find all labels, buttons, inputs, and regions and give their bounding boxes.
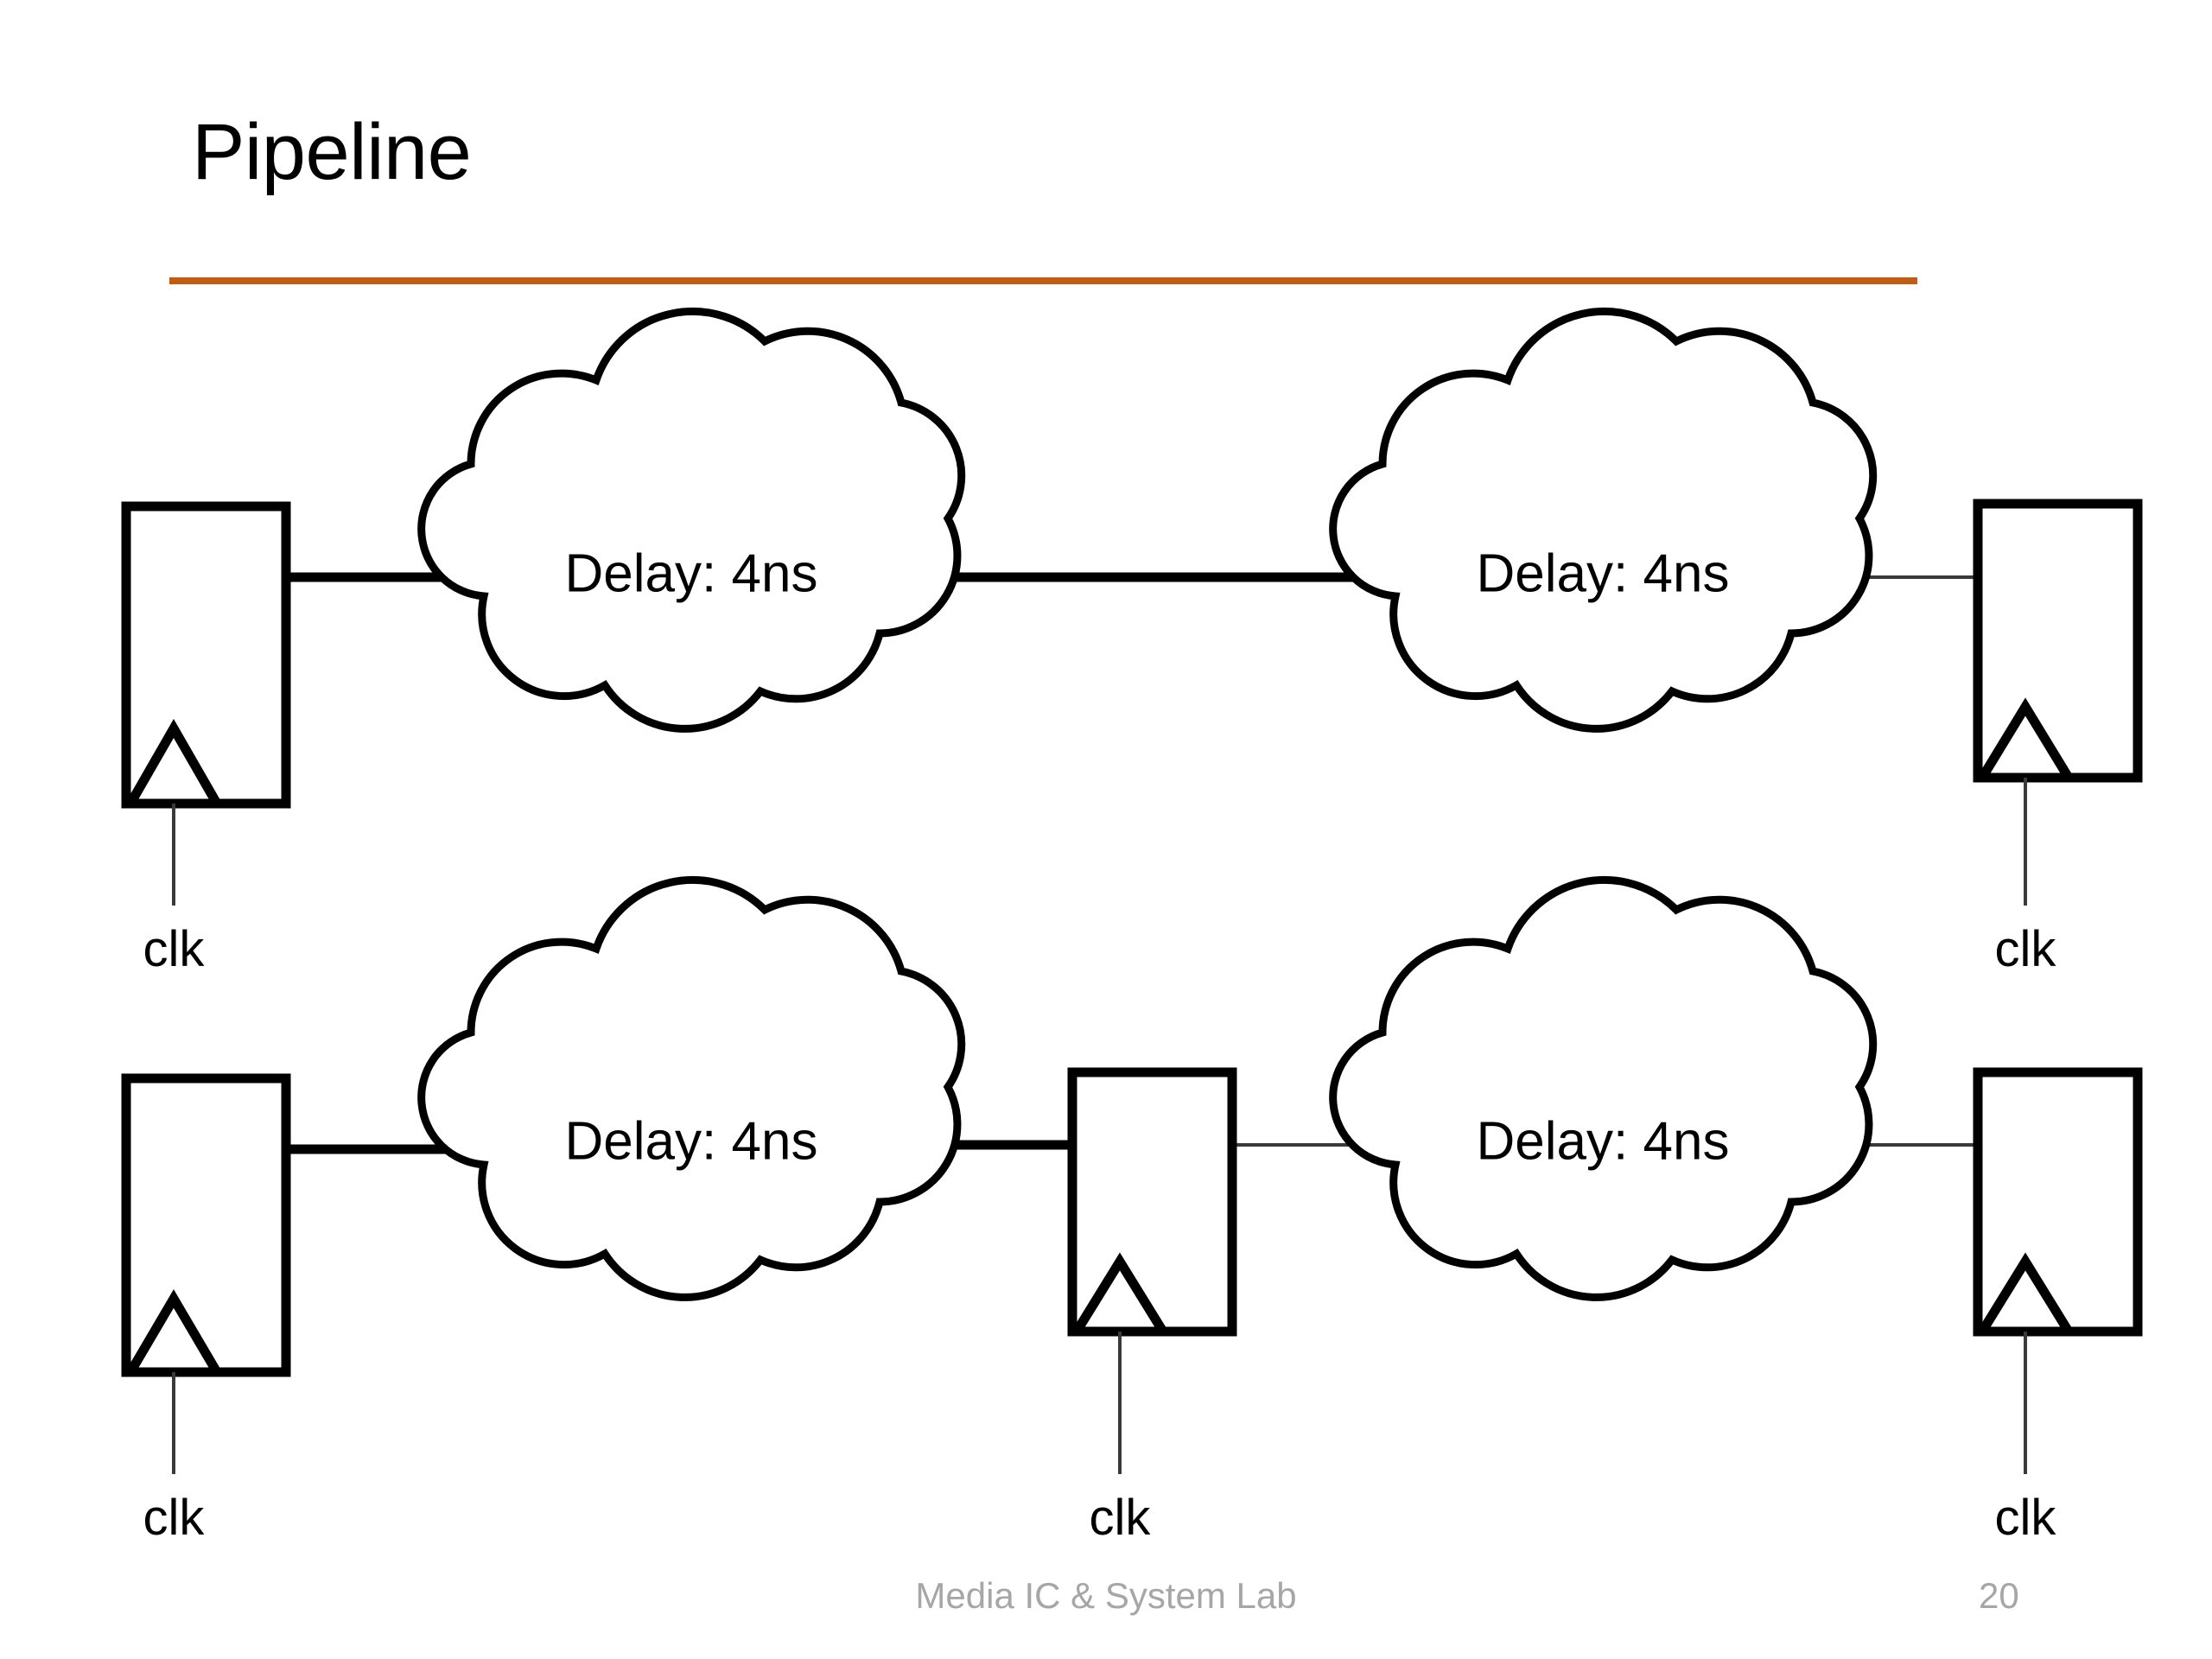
diagram-row-bottom: clk Delay: 4ns clk Delay: 4ns clk <box>121 876 2143 1546</box>
ff-top-right: clk <box>1973 499 2143 977</box>
title-divider <box>169 277 1917 284</box>
clk-label: clk <box>1995 921 2057 977</box>
ff-bot-middle: clk <box>1067 1067 1237 1546</box>
cloud-bot-1: Delay: 4ns <box>417 876 966 1301</box>
cloud-label: Delay: 4ns <box>1477 543 1730 603</box>
cloud-label: Delay: 4ns <box>565 1111 818 1171</box>
clk-label: clk <box>143 921 206 977</box>
clock-triangle-icon <box>126 718 221 806</box>
clk-label: clk <box>1995 1490 2057 1546</box>
footer-lab-name: Media IC & System Lab <box>915 1575 1297 1616</box>
cloud-top-2: Delay: 4ns <box>1329 308 1878 733</box>
ff-body <box>1973 1067 2143 1337</box>
ff-bot-left: clk <box>121 1073 291 1546</box>
clock-triangle-icon <box>1978 1252 2073 1334</box>
clock-triangle-icon <box>1978 697 2073 780</box>
ff-bot-right: clk <box>1973 1067 2143 1546</box>
page-number: 20 <box>1979 1575 2019 1616</box>
cloud-shape <box>1329 876 1878 1301</box>
cloud-shape <box>417 308 966 733</box>
cloud-shape <box>417 876 966 1301</box>
clock-triangle-icon <box>1072 1252 1167 1334</box>
cloud-label: Delay: 4ns <box>1477 1111 1730 1171</box>
cloud-label: Delay: 4ns <box>565 543 818 603</box>
clock-triangle-icon <box>126 1289 221 1375</box>
ff-body <box>121 501 291 809</box>
ff-body <box>121 1073 291 1377</box>
cloud-shape <box>1329 308 1878 733</box>
diagram-row-top: clk Delay: 4ns Delay: 4ns clk <box>121 308 2143 977</box>
cloud-bot-2: Delay: 4ns <box>1329 876 1878 1301</box>
clk-label: clk <box>143 1490 206 1546</box>
clk-label: clk <box>1090 1490 1152 1546</box>
page-title: Pipeline <box>192 108 472 196</box>
ff-top-left: clk <box>121 501 291 977</box>
cloud-top-1: Delay: 4ns <box>417 308 966 733</box>
